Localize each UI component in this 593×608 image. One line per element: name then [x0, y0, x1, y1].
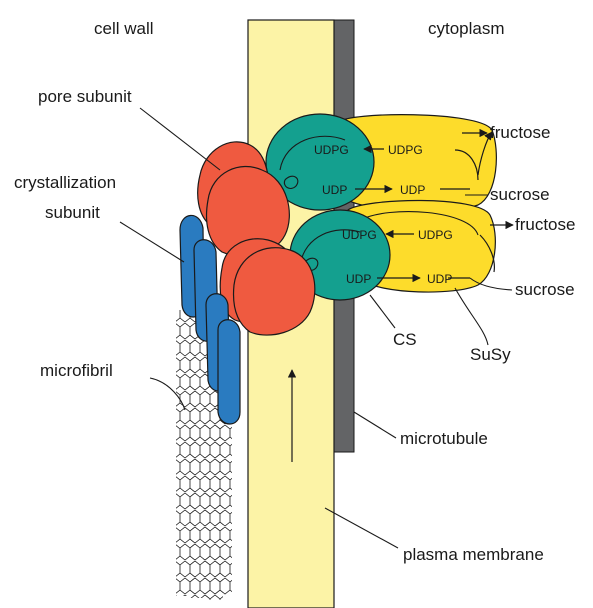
sucrose-bottom-label: sucrose — [515, 280, 575, 299]
subunit-leader — [120, 222, 184, 262]
cs-label: CS — [393, 330, 417, 349]
plasma-membrane-leader — [325, 508, 398, 548]
udp-bottom-left: UDP — [346, 272, 371, 286]
cs-leader — [370, 295, 395, 328]
susy-leader — [455, 288, 488, 345]
microtubule-label: microtubule — [400, 429, 488, 448]
sucrose-top-label: sucrose — [490, 185, 550, 204]
plasma-membrane-label: plasma membrane — [403, 545, 544, 564]
pore-subunit-label: pore subunit — [38, 87, 132, 106]
microfibril-label: microfibril — [40, 361, 113, 380]
udpg-bottom-right: UDPG — [418, 228, 453, 242]
udp-bottom-right: UDP — [427, 272, 452, 286]
susy-label: SuSy — [470, 345, 511, 364]
cytoplasm-label: cytoplasm — [428, 19, 505, 38]
subunit-label: subunit — [45, 203, 100, 222]
pore-subunit-leader — [140, 108, 220, 170]
fructose-bottom-label: fructose — [515, 215, 575, 234]
cell-wall-label: cell wall — [94, 19, 154, 38]
crystallization-label: crystallization — [14, 173, 116, 192]
udp-top-right: UDP — [400, 183, 425, 197]
fructose-top-label: fructose — [490, 123, 550, 142]
udpg-bottom-left: UDPG — [342, 228, 377, 242]
udpg-top-right: UDPG — [388, 143, 423, 157]
udp-top-left: UDP — [322, 183, 347, 197]
udpg-top-left: UDPG — [314, 143, 349, 157]
microtubule-leader — [354, 412, 396, 438]
